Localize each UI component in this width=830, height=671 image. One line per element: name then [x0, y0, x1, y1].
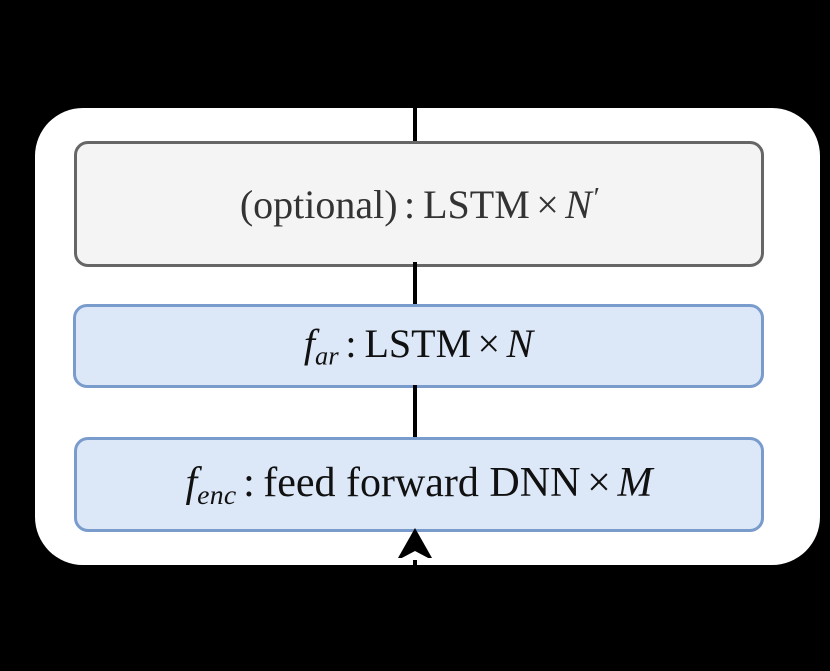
- optional-count-prime: ′: [591, 181, 599, 214]
- connector-optional-to-ar: [413, 262, 417, 307]
- block-encoder-dnn[interactable]: fenc:feed forward DNN×M: [74, 437, 764, 532]
- optional-times-symbol: ×: [536, 181, 559, 227]
- enc-layer-type: feed forward DNN: [263, 459, 581, 506]
- enc-function-subscript: enc: [197, 478, 237, 510]
- ar-count-symbol: N: [506, 321, 534, 367]
- optional-separator: :: [403, 181, 416, 227]
- block-autoregressive-lstm[interactable]: far:LSTM×N: [73, 304, 764, 388]
- optional-prefix-text: (optional): [239, 181, 398, 227]
- enc-count-symbol: M: [617, 459, 653, 506]
- ar-separator: :: [345, 321, 357, 367]
- optional-count-symbol: N: [565, 181, 592, 227]
- ar-function-subscript: ar: [314, 340, 339, 371]
- ar-function-base: f: [303, 321, 315, 367]
- ar-layer-type: LSTM: [364, 321, 472, 367]
- connector-ar-to-enc: [413, 385, 417, 439]
- enc-separator: :: [243, 459, 255, 506]
- block-optional-lstm[interactable]: (optional):LSTM×N′: [74, 141, 764, 267]
- enc-times-symbol: ×: [587, 459, 611, 506]
- block-encoder-label: fenc:feed forward DNN×M: [185, 459, 652, 511]
- enc-function-base: f: [185, 459, 198, 506]
- ar-times-symbol: ×: [477, 321, 501, 367]
- connector-output-line: [413, 108, 417, 143]
- block-autoregressive-label: far:LSTM×N: [304, 320, 533, 371]
- input-arrow-notch: [398, 551, 432, 560]
- optional-layer-type: LSTM: [423, 181, 530, 227]
- block-optional-label: (optional):LSTM×N′: [240, 181, 598, 228]
